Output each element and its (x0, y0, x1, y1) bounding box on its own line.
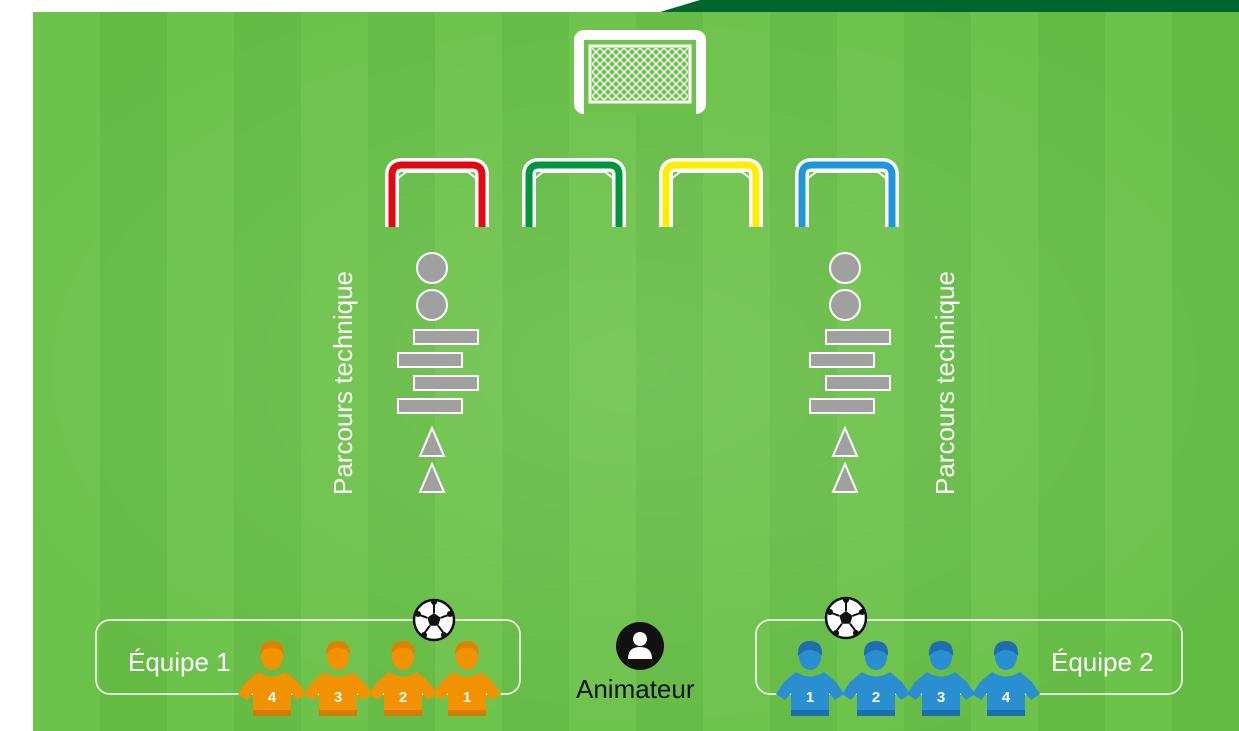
player-number: 3 (334, 689, 342, 706)
player-number: 2 (399, 689, 407, 706)
hurdle-icon (810, 353, 874, 367)
hurdle-icon (398, 353, 462, 367)
team1-label: Équipe 1 (128, 647, 231, 678)
soccer-ball-icon (826, 597, 866, 638)
player-number: 4 (1002, 689, 1011, 706)
course-label-left: Parcours technique (328, 271, 359, 495)
team2-label: Équipe 2 (1051, 647, 1154, 678)
ball-marker-icon (830, 290, 860, 320)
coach-label: Animateur (576, 674, 695, 705)
hurdle-icon (826, 376, 890, 390)
ball-marker-icon (417, 290, 447, 320)
ball-marker-icon (830, 253, 860, 283)
course-label-right: Parcours technique (930, 271, 961, 495)
soccer-ball-icon (414, 599, 454, 640)
hurdle-icon (826, 330, 890, 344)
hurdle-icon (414, 376, 478, 390)
player-number: 1 (806, 689, 814, 706)
player-number: 1 (463, 689, 471, 706)
ball-marker-icon (417, 253, 447, 283)
header-band (660, 0, 1239, 12)
hurdle-icon (398, 399, 462, 413)
player-number: 4 (268, 689, 277, 706)
hurdle-icon (810, 399, 874, 413)
player-number: 2 (872, 689, 880, 706)
player-number: 3 (937, 689, 945, 706)
coach-icon (616, 622, 664, 670)
hurdle-icon (414, 330, 478, 344)
main-goal-icon (574, 30, 706, 114)
